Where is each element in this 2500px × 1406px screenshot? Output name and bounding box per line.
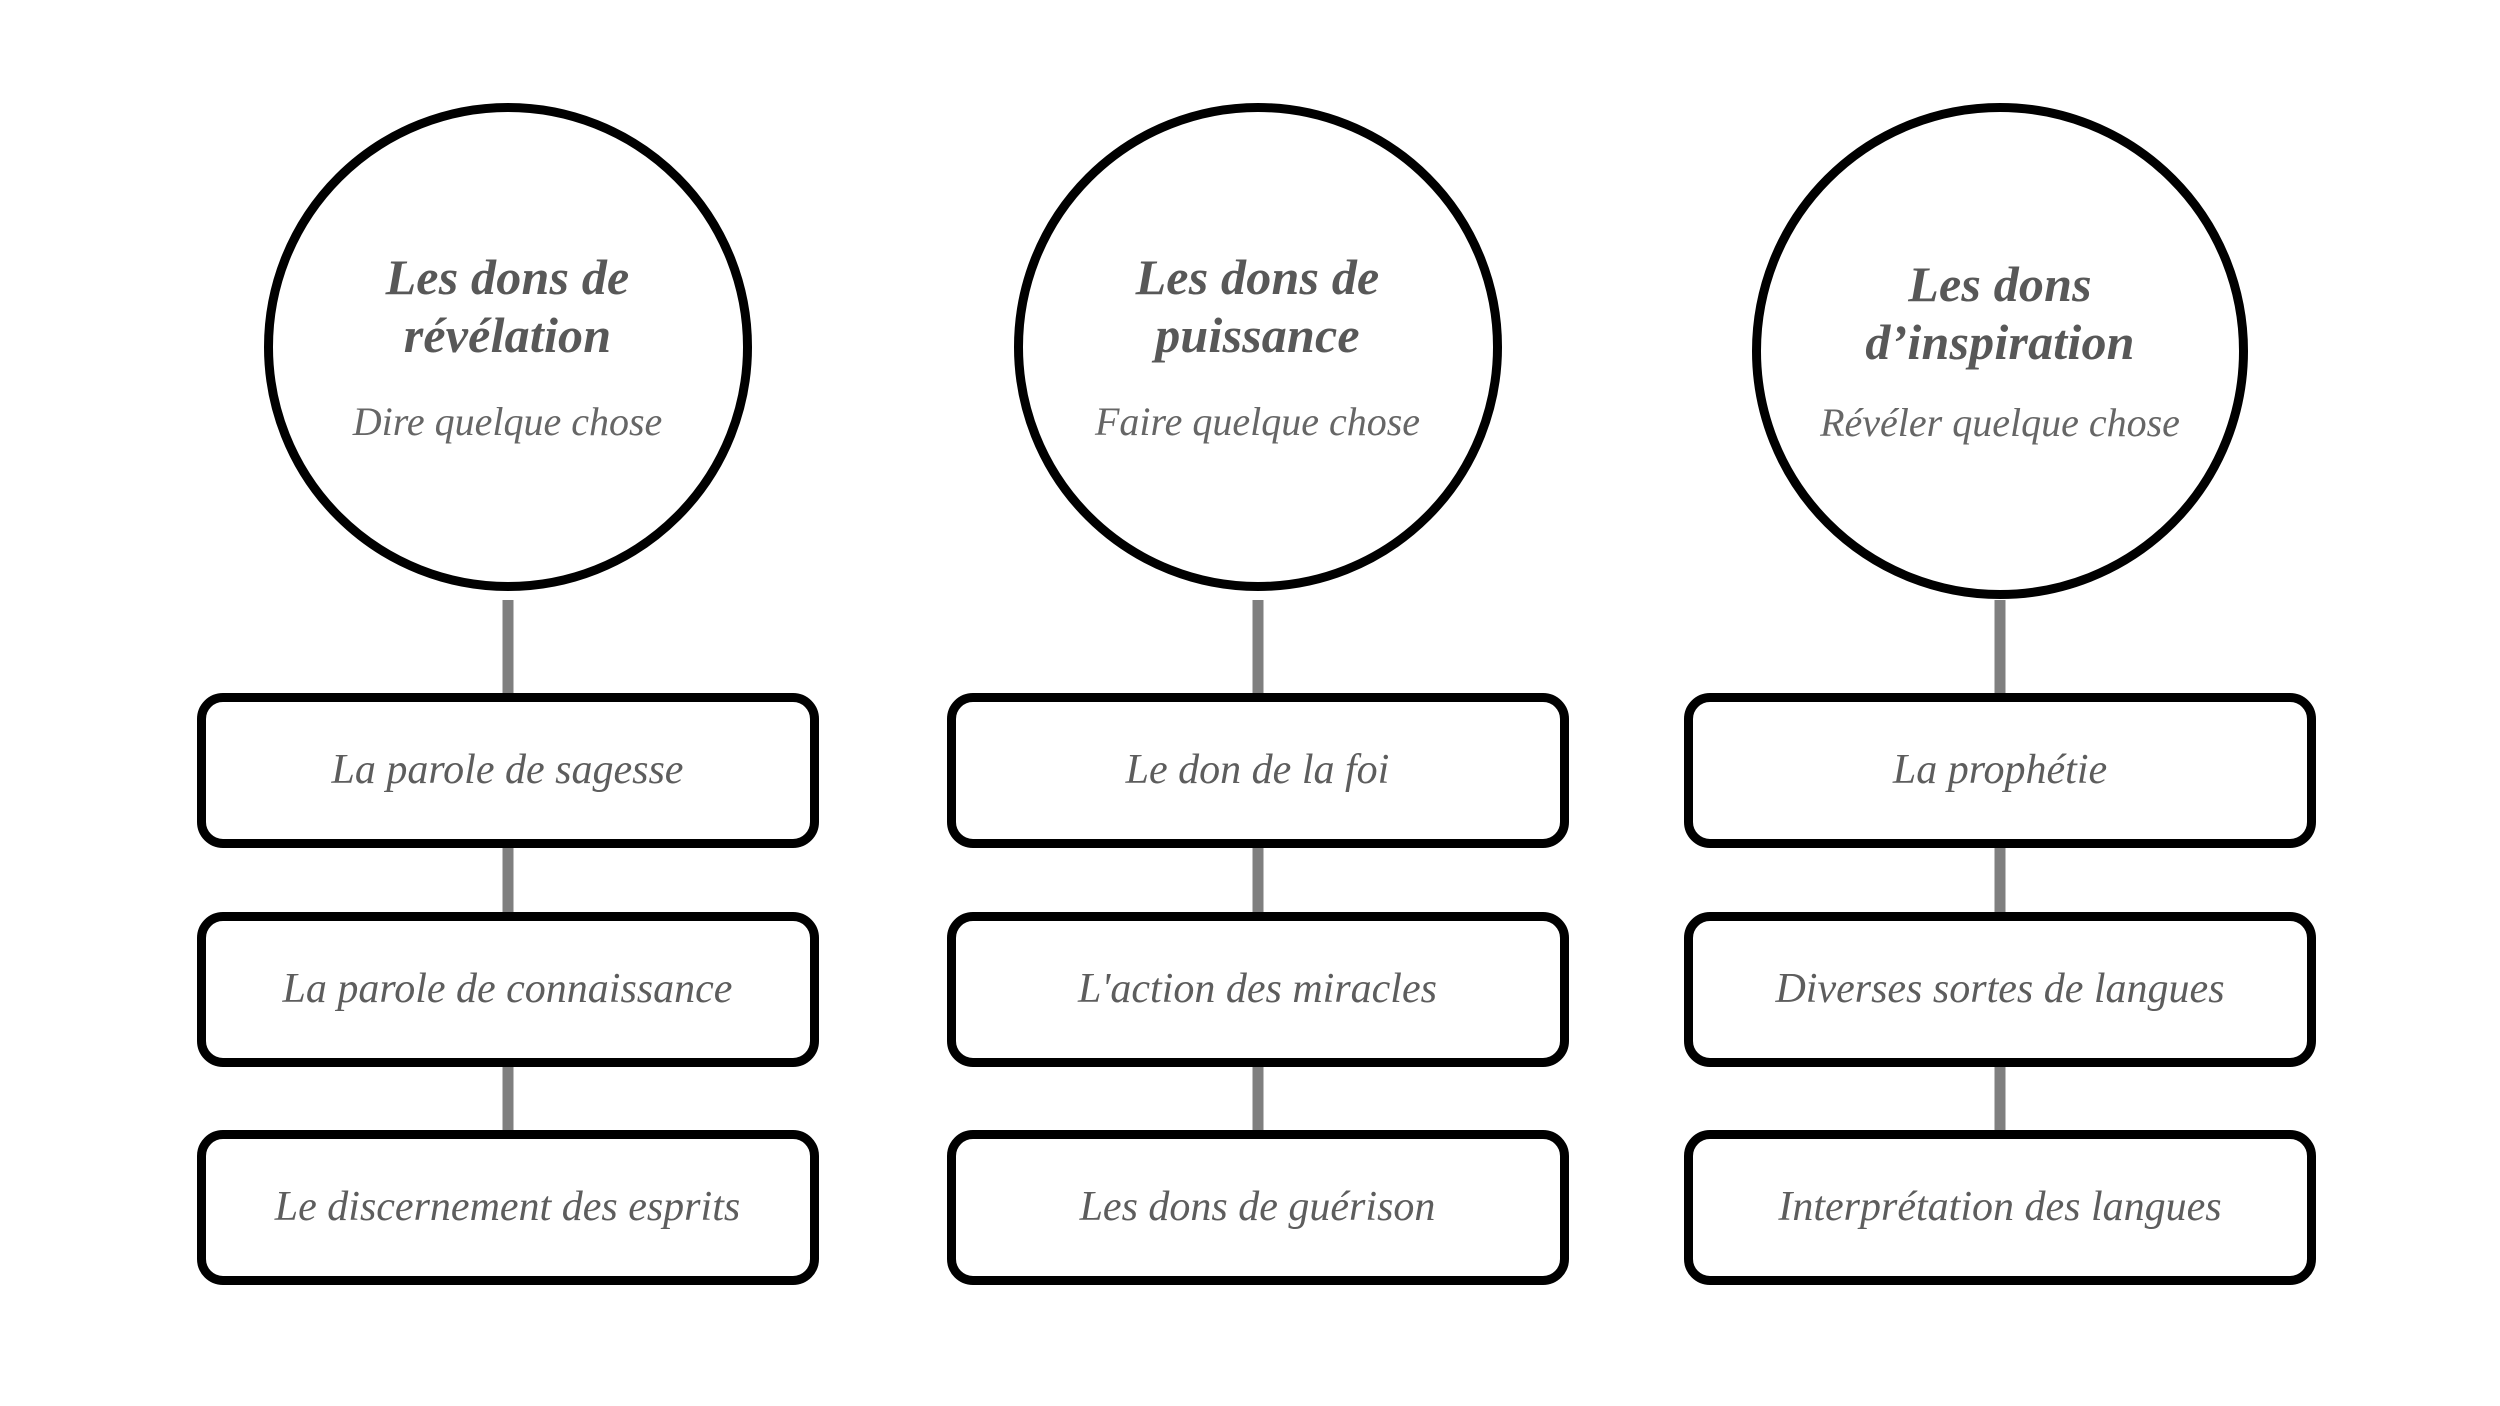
- column-inspiration: Les dons d’inspiration Révéler quelque c…: [1640, 0, 2360, 1406]
- gift-box-inspiration-2[interactable]: Diverses sortes de langues: [1684, 912, 2316, 1067]
- connector-box2-to-box3-inspiration: [1994, 1058, 2006, 1138]
- column-puissance: Les dons de puissance Faire quelque chos…: [900, 0, 1615, 1406]
- gift-box-label: L'action des miracles: [1078, 966, 1437, 1013]
- circle-subtitle-inspiration: Révéler quelque chose: [1820, 400, 2180, 446]
- connector-circle-to-box-revelation: [502, 600, 513, 700]
- gift-box-label: Le discernement des esprits: [274, 1184, 741, 1231]
- category-circle-puissance[interactable]: Les dons de puissance Faire quelque chos…: [1013, 103, 1502, 591]
- circle-title-puissance: Les dons de puissance: [1135, 249, 1380, 364]
- gift-box-inspiration-1[interactable]: La prophétie: [1684, 693, 2316, 848]
- gift-box-label: Les dons de guérison: [1079, 1184, 1436, 1231]
- gift-box-label: Diverses sortes de langues: [1775, 966, 2225, 1013]
- connector-box1-to-box2-inspiration: [1994, 840, 2006, 920]
- category-circle-inspiration[interactable]: Les dons d’inspiration Révéler quelque c…: [1752, 103, 2248, 599]
- connector-circle-to-box-puissance: [1252, 600, 1263, 700]
- category-circle-revelation[interactable]: Les dons de révélation Dire quelque chos…: [263, 103, 752, 591]
- circle-wrap-puissance: Les dons de puissance Faire quelque chos…: [1013, 103, 1502, 591]
- connector-circle-to-box-inspiration: [1994, 600, 2006, 700]
- gift-box-label: La parole de connaissance: [282, 966, 733, 1013]
- circle-title-inspiration: Les dons d’inspiration: [1865, 256, 2135, 371]
- gift-box-revelation-1[interactable]: La parole de sagesse: [196, 693, 819, 848]
- circle-subtitle-revelation: Dire quelque chose: [352, 399, 663, 445]
- gift-box-label: Le don de la foi: [1125, 747, 1390, 794]
- circle-wrap-inspiration: Les dons d’inspiration Révéler quelque c…: [1752, 103, 2248, 599]
- connector-box1-to-box2-revelation: [502, 840, 513, 920]
- connector-box2-to-box3-revelation: [502, 1058, 513, 1138]
- circle-title-revelation: Les dons de révélation: [385, 249, 630, 364]
- connector-box2-to-box3-puissance: [1252, 1058, 1263, 1138]
- gift-box-label: Interprétation des langues: [1778, 1184, 2222, 1231]
- connector-box1-to-box2-puissance: [1252, 840, 1263, 920]
- gift-box-puissance-1[interactable]: Le don de la foi: [946, 693, 1569, 848]
- column-revelation: Les dons de révélation Dire quelque chos…: [150, 0, 865, 1406]
- gift-box-puissance-2[interactable]: L'action des miracles: [946, 912, 1569, 1067]
- gift-box-label: La prophétie: [1892, 747, 2108, 794]
- gift-box-inspiration-3[interactable]: Interprétation des langues: [1684, 1130, 2316, 1285]
- gift-box-revelation-3[interactable]: Le discernement des esprits: [196, 1130, 819, 1285]
- circle-wrap-revelation: Les dons de révélation Dire quelque chos…: [263, 103, 752, 591]
- circle-subtitle-puissance: Faire quelque chose: [1094, 399, 1421, 445]
- gift-box-revelation-2[interactable]: La parole de connaissance: [196, 912, 819, 1067]
- gift-box-puissance-3[interactable]: Les dons de guérison: [946, 1130, 1569, 1285]
- gift-box-label: La parole de sagesse: [331, 747, 684, 794]
